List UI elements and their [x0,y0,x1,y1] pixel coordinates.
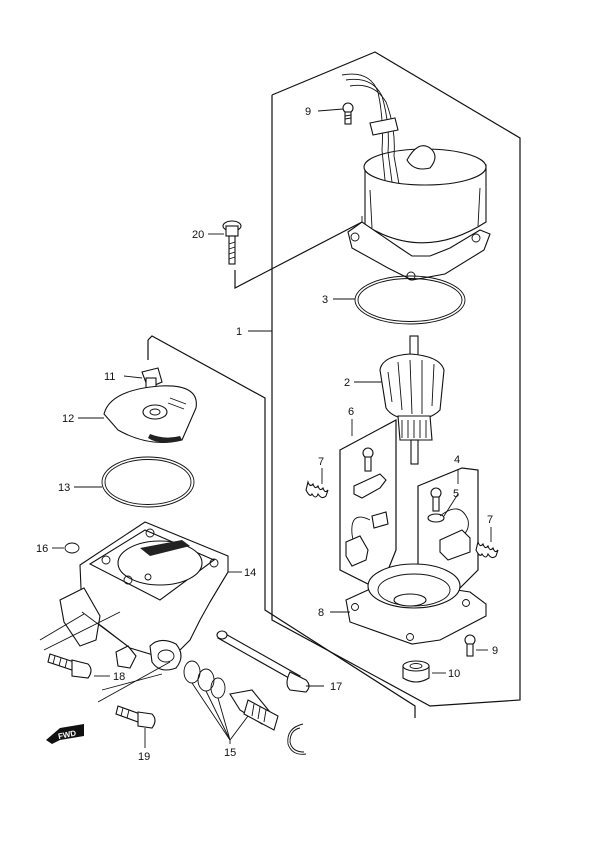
callout-12: 12 [62,413,74,425]
end-cover-8 [345,563,487,645]
pump-body-14 [59,521,229,671]
screw-9-top [342,102,354,125]
motor-wires [341,73,400,185]
callout-8: 8 [318,607,324,619]
callout-7b: 7 [487,514,493,526]
callout-5: 5 [453,488,459,500]
callout-18: 18 [113,671,125,683]
callout-16: 16 [36,543,48,555]
callout-15: 15 [224,747,236,759]
o-ring-13 [101,456,195,508]
leader-lines [39,108,492,748]
bolt-18 [47,653,92,679]
bolt-20 [222,220,242,265]
o-ring-16 [64,542,80,554]
fwd-arrow-icon: FWD [46,724,84,744]
callout-19: 19 [138,751,150,763]
plug-11 [141,367,163,389]
screw-9-bottom [464,634,476,657]
motor-housing [347,145,491,281]
callout-17: 17 [330,681,342,693]
brush-holder-6 [339,418,397,591]
callout-2: 2 [344,377,350,389]
callout-1: 1 [236,326,242,338]
callout-6: 6 [348,406,354,418]
spring-7-right [475,540,499,559]
cover-plate-12 [103,385,197,443]
callout-9a: 9 [305,106,311,118]
callout-9b: 9 [492,645,498,657]
fwd-label: FWD [57,729,77,742]
grommet-10 [402,660,430,683]
callouts: 1 2 3 4 5 6 7 7 8 9 9 10 11 12 13 14 15 … [36,106,498,763]
bolt-19 [115,705,156,729]
valve-15 [183,660,307,755]
callout-11: 11 [104,371,115,383]
callout-7a: 7 [318,456,324,468]
callout-4: 4 [454,454,460,466]
bolt-17 [216,630,310,693]
callout-14: 14 [244,567,256,579]
callout-10: 10 [448,668,460,680]
spring-7-left [305,480,329,499]
callout-20: 20 [192,229,204,241]
callout-3: 3 [322,294,328,306]
armature-2 [379,335,445,465]
o-ring-3 [354,275,466,325]
callout-13: 13 [58,482,70,494]
